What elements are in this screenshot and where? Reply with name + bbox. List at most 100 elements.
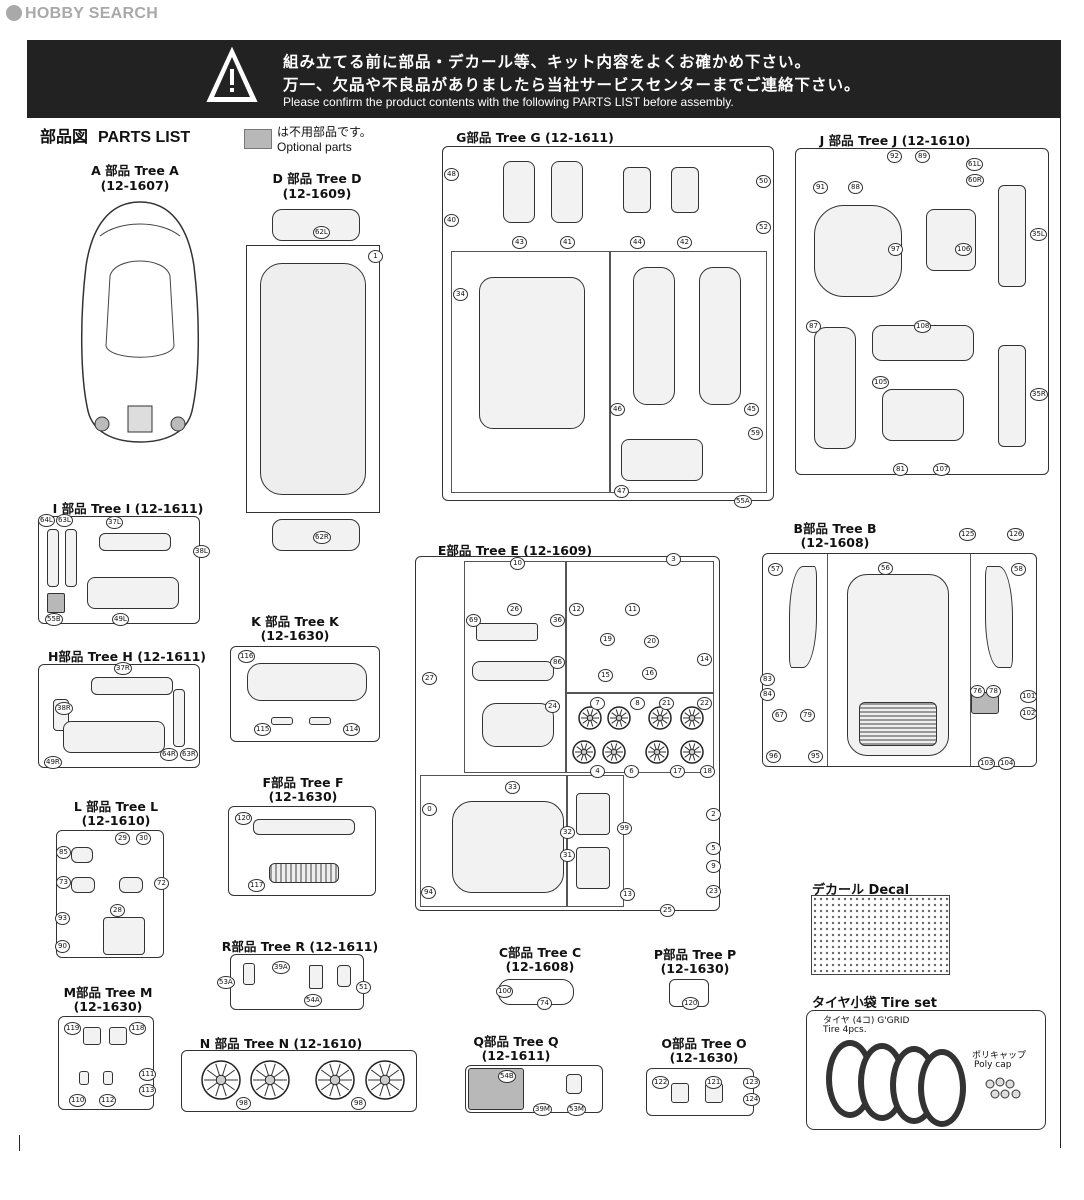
tree-g-label: 44 xyxy=(630,236,645,249)
tree-c-label: 74 xyxy=(537,997,552,1010)
tree-b-label: 96 xyxy=(766,750,781,763)
tree-h-frame xyxy=(38,664,200,768)
tree-e-label: 18 xyxy=(700,765,715,778)
tree-b-label: 67 xyxy=(772,709,787,722)
tree-m-label: 113 xyxy=(139,1084,157,1097)
tree-i-label: 55B xyxy=(45,613,63,626)
tree-o-title: O部品 Tree O xyxy=(661,1036,747,1051)
poly-cap-icon xyxy=(985,1077,1021,1099)
tree-e-label: 94 xyxy=(421,886,436,899)
tree-b-label: 125 xyxy=(959,528,977,541)
tree-h-title: H部品 Tree H (12-1611) xyxy=(47,649,207,664)
warning-triangle-icon xyxy=(206,46,258,102)
tree-e-label: 10 xyxy=(510,557,525,570)
tree-j-label: 35R xyxy=(1030,388,1048,401)
tree-e-label: 86 xyxy=(550,656,565,669)
tree-i-label: 64L xyxy=(38,514,55,527)
tree-h-label: 63R xyxy=(180,748,198,761)
watermark: HOBBY SEARCH xyxy=(6,5,158,23)
tree-r-label: 51 xyxy=(356,981,371,994)
wheel-icon xyxy=(648,706,672,730)
tree-j-label: 81 xyxy=(893,463,908,476)
tree-e-label: 8 xyxy=(630,697,645,710)
tree-j-frame xyxy=(795,148,1049,475)
tree-p-code: (12-1630) xyxy=(660,961,730,976)
tree-e-label: 4 xyxy=(590,765,605,778)
tree-j-label: 92 xyxy=(887,150,902,163)
tree-o-label: 123 xyxy=(743,1076,761,1089)
tree-h-label: 49R xyxy=(44,756,62,769)
tree-g-label: 41 xyxy=(560,236,575,249)
page-frame-left xyxy=(19,1135,20,1151)
tree-d-label: 62L xyxy=(313,226,330,239)
tree-e-frame xyxy=(415,556,720,911)
tree-b-label: 76 xyxy=(970,685,985,698)
tree-b-frame xyxy=(762,553,1037,767)
tree-g-label: 50 xyxy=(756,175,771,188)
tree-n-title: N 部品 Tree N (12-1610) xyxy=(199,1036,363,1051)
tree-c-code: (12-1608) xyxy=(505,959,575,974)
tree-b-label: 95 xyxy=(808,750,823,763)
tree-g-label: 43 xyxy=(512,236,527,249)
tree-j-label: 97 xyxy=(888,243,903,256)
page-frame-right xyxy=(1060,118,1061,1148)
hobby-search-logo-icon xyxy=(6,5,22,21)
tree-g-label: 40 xyxy=(444,214,459,227)
tree-e-label: 12 xyxy=(569,603,584,616)
tree-f-code: (12-1630) xyxy=(268,789,338,804)
tree-e-label: 11 xyxy=(625,603,640,616)
tree-g-title: G部品 Tree G (12-1611) xyxy=(456,130,614,145)
tree-g-frame xyxy=(442,146,774,501)
tree-b-label: 78 xyxy=(986,685,1001,698)
tree-h-label: 64R xyxy=(160,748,178,761)
wheel-icon xyxy=(680,740,704,764)
tree-e-label: 14 xyxy=(697,653,712,666)
tree-b-label: 84 xyxy=(760,688,775,701)
tree-j-label: 88 xyxy=(848,181,863,194)
tree-e-label: 25 xyxy=(660,904,675,917)
tree-r-frame xyxy=(230,954,364,1010)
tree-n-label: 98 xyxy=(236,1097,251,1110)
tree-h-label: 38R xyxy=(55,702,73,715)
tree-g-label: 52 xyxy=(756,221,771,234)
tree-k-label: 115 xyxy=(254,723,272,736)
tree-e-label: 31 xyxy=(560,849,575,862)
tree-l-label: 29 xyxy=(115,832,130,845)
tree-b-title: B部品 Tree B xyxy=(793,521,877,536)
wheel-icon xyxy=(250,1060,290,1100)
tree-e-label: 33 xyxy=(505,781,520,794)
tree-q-label: 53M xyxy=(567,1103,586,1116)
tree-m-label: 112 xyxy=(99,1094,117,1107)
tree-l-label: 72 xyxy=(154,877,169,890)
tree-j-label: 61L xyxy=(966,158,983,171)
decal-title: デカール Decal xyxy=(812,883,910,898)
tree-i-title: I 部品 Tree I (12-1611) xyxy=(52,501,204,516)
wheel-icon xyxy=(315,1060,355,1100)
tree-i-label: 63L xyxy=(56,514,73,527)
tree-d-code: (12-1609) xyxy=(282,186,352,201)
tree-e-label: 24 xyxy=(545,700,560,713)
tree-m-code: (12-1630) xyxy=(73,999,143,1014)
tree-e-label: 99 xyxy=(617,822,632,835)
tree-m-title: M部品 Tree M xyxy=(63,985,153,1000)
tree-a-title: A 部品 Tree A xyxy=(91,163,179,178)
tree-q-label: 54B xyxy=(498,1070,516,1083)
tree-d-label: 62R xyxy=(313,531,331,544)
tree-e-label: 26 xyxy=(507,603,522,616)
tree-e-label: 15 xyxy=(598,669,613,682)
tree-e-label: 17 xyxy=(670,765,685,778)
tree-e-label: 36 xyxy=(550,614,565,627)
tree-j-title: J 部品 Tree J (12-1610) xyxy=(819,133,971,148)
tree-b-label: 126 xyxy=(1007,528,1025,541)
tree-j-label: 106 xyxy=(955,243,973,256)
tree-e-label: 23 xyxy=(706,885,721,898)
tree-l-frame xyxy=(56,830,164,958)
tree-f-title: F部品 Tree F xyxy=(262,775,344,790)
tree-j-label: 107 xyxy=(933,463,951,476)
tree-g-label: 34 xyxy=(453,288,468,301)
tree-d-frame xyxy=(242,205,384,557)
tree-e-label: 32 xyxy=(560,826,575,839)
tree-g-label: 42 xyxy=(677,236,692,249)
tree-c-title: C部品 Tree C xyxy=(498,945,582,960)
tree-q-label: 39M xyxy=(533,1103,552,1116)
